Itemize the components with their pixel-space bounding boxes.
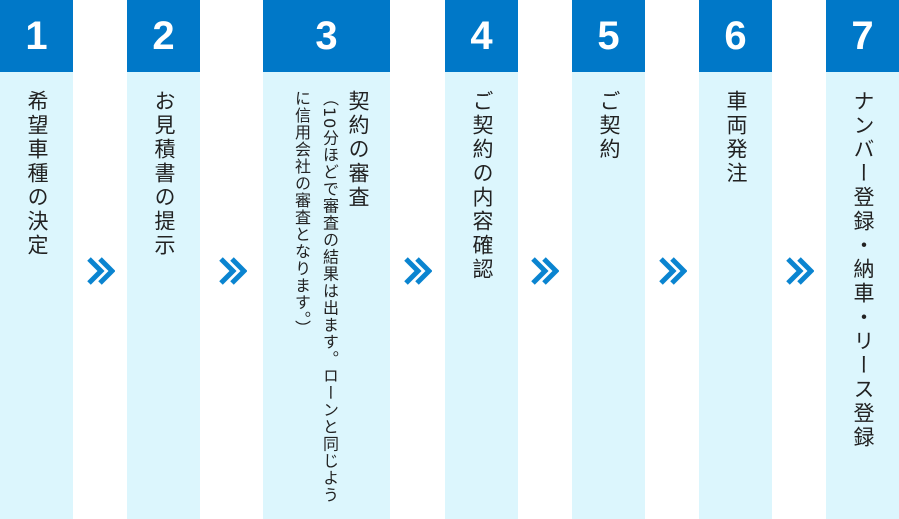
step-note: （10分ほどで審査の結果は出ます。ローンと同じように信用会社の審査となります。） <box>292 90 339 504</box>
step-number: 4 <box>445 0 518 72</box>
step-label: お見積書の提示 <box>152 90 176 258</box>
step-1: 1 希望車種の決定 <box>0 0 73 519</box>
chevron-right-icon <box>531 257 559 285</box>
step-label: ナンバー登録・納車・リース登録 <box>851 90 875 450</box>
step-label: ご契約の内容確認 <box>470 90 494 282</box>
step-6: 6 車両発注 <box>699 0 772 519</box>
step-number: 2 <box>127 0 200 72</box>
step-number: 1 <box>0 0 73 72</box>
step-label: 車両発注 <box>724 90 748 186</box>
chevron-right-icon <box>219 257 247 285</box>
step-number: 3 <box>263 0 390 72</box>
step-number: 6 <box>699 0 772 72</box>
chevron-right-icon <box>786 257 814 285</box>
chevron-right-icon <box>404 257 432 285</box>
step-2: 2 お見積書の提示 <box>127 0 200 519</box>
chevron-right-icon <box>659 257 687 285</box>
step-5: 5 ご契約 <box>572 0 645 519</box>
step-label: ご契約 <box>597 90 621 162</box>
step-number: 7 <box>826 0 899 72</box>
step-label: 希望車種の決定 <box>25 90 49 258</box>
step-label: 契約の審査 <box>346 90 370 210</box>
step-4: 4 ご契約の内容確認 <box>445 0 518 519</box>
step-number: 5 <box>572 0 645 72</box>
step-3: 3 契約の審査 （10分ほどで審査の結果は出ます。ローンと同じように信用会社の審… <box>263 0 390 519</box>
chevron-right-icon <box>87 257 115 285</box>
step-7: 7 ナンバー登録・納車・リース登録 <box>826 0 899 519</box>
